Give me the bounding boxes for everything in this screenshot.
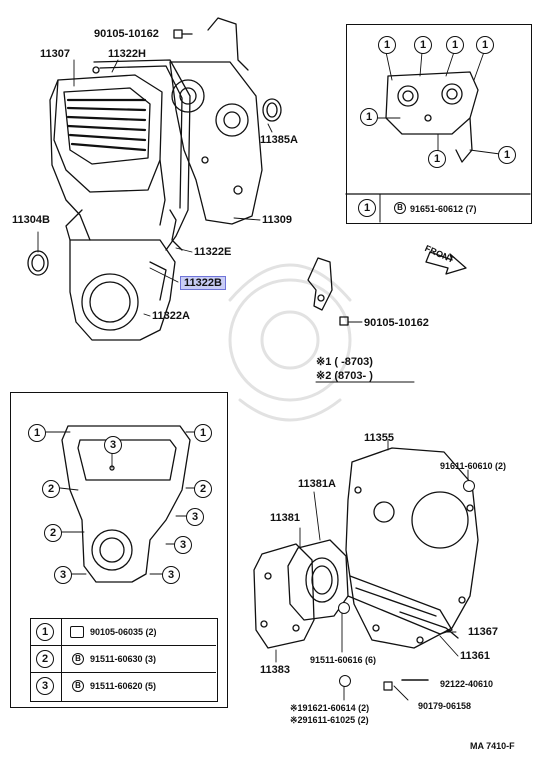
callout-1: 1 [498,146,516,164]
plate-11383 [253,543,315,663]
label-11307: 11307 [40,48,70,60]
label-11322b-highlighted[interactable]: 11322B [180,276,226,290]
seal-ring [27,250,49,276]
legend-part-91511-60620: 91511-60620 (5) [90,681,157,691]
callout-1: 1 [378,36,396,54]
label-11355: 11355 [364,432,394,444]
legend-number-1: 1 [36,623,54,641]
callout-1: 1 [360,108,378,126]
callout-1: 1 [28,424,46,442]
callout-3: 3 [174,536,192,554]
bolt-b-icon: B [72,680,84,692]
label-11381: 11381 [270,512,300,524]
left-box-art [45,425,197,583]
label-note2: ※2 (8703- ) [316,370,373,382]
rear-plate [169,17,263,225]
bracket-mid [307,257,349,326]
bolt-top [173,29,193,39]
bracket-11322e [169,209,183,251]
diagram-reference: MA 7410-F [470,741,515,751]
topright-inset-box [346,24,532,224]
label-11361: 11361 [460,650,490,662]
label-11367: 11367 [468,626,498,638]
front-arrow [425,251,467,275]
label-91611-61025: ※291611-61025 (2) [290,715,369,725]
legend-part-91651-60612: 91651-60612 (7) [410,204,477,214]
label-91511-60616: 91511-60616 (6) [310,655,377,665]
callout-1: 1 [476,36,494,54]
legend-row-divider [30,645,216,646]
left-inset-box [10,392,228,708]
callout-2: 2 [42,480,60,498]
legend-number-1: 1 [358,199,376,217]
legend-divider [30,618,62,702]
label-note1: ※1 ( -8703) [316,356,373,368]
gasket-strips [347,575,459,639]
label-11383: 11383 [260,664,290,676]
label-11381a: 11381A [298,478,336,490]
bolt-b-icon [463,480,475,492]
callout-1: 1 [428,150,446,168]
watermark-emblem [228,263,352,422]
legend-number-3: 3 [36,677,54,695]
label-11322h: 11322H [108,48,146,60]
bolt-b-icon [339,675,351,687]
label-90179-06158: 90179-06158 [418,701,472,711]
callout-3: 3 [186,508,204,526]
leader-lines-top [37,59,363,323]
timing-cover-upper [49,66,166,241]
label-11322a: 11322A [152,310,190,322]
bolt-b-icon [338,602,350,614]
legend-row-divider [30,672,216,673]
timing-cover-lower [65,209,176,341]
bolt-b-icon: B [72,653,84,665]
legend-part-90105-06035: 90105-06035 (2) [90,627,157,637]
label-11385a: 11385A [260,134,298,146]
legend-number-2: 2 [36,650,54,668]
label-11322e: 11322E [194,246,232,258]
callout-3: 3 [162,566,180,584]
topright-box-art [377,51,501,163]
callout-3: 3 [54,566,72,584]
callout-3: 3 [104,436,122,454]
label-91611-60610: 91611-60610 (2) [440,461,507,471]
label-92122-40610: 92122-40610 [440,679,494,689]
label-90105-10162-mid: 90105-10162 [364,317,429,329]
small-bolts-lower [341,469,469,701]
callout-1: 1 [446,36,464,54]
seal-housing-11381 [287,491,349,621]
legend-part-91511-60630: 91511-60630 (3) [90,654,157,664]
housing-11355 [345,439,479,649]
timing-cover-gasket [93,59,191,251]
label-91621-60614: ※191621-60614 (2) [290,703,370,713]
bolt-b-icon: B [394,202,406,214]
oil-seal [262,98,282,122]
callout-2: 2 [194,480,212,498]
label-11309: 11309 [262,214,292,226]
callout-1: 1 [414,36,432,54]
callout-2: 2 [44,524,62,542]
callout-1: 1 [194,424,212,442]
label-90105-10162-top: 90105-10162 [94,28,159,40]
label-11304b: 11304B [12,214,50,226]
bolt-icon [70,626,84,638]
